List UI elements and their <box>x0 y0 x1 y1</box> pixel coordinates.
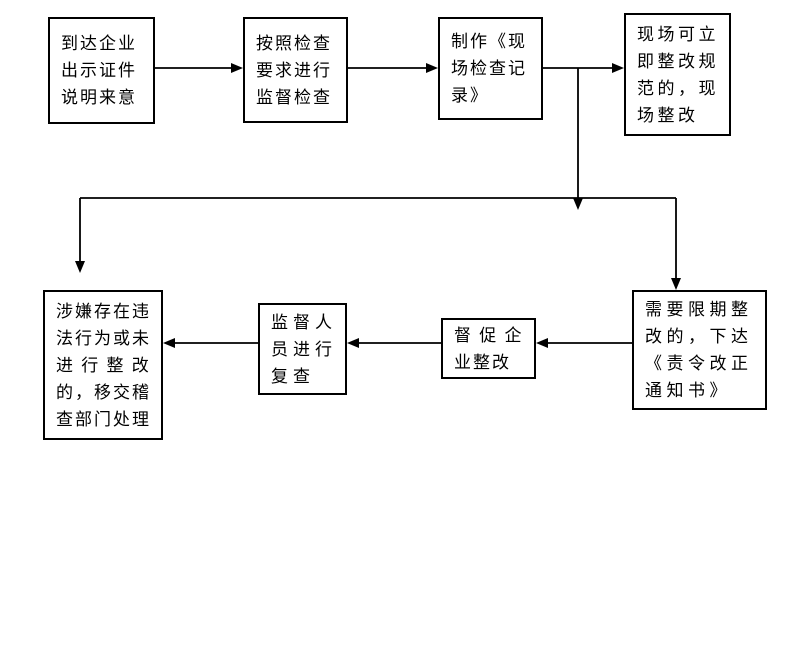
arrowhead-recheck-to-transfer <box>163 338 175 348</box>
flow-node-urge-enterprise-rectify: 督 促 企 业整改 <box>441 318 536 379</box>
arrowhead-inspect-to-record <box>426 63 438 73</box>
arrowhead-record-branch-down <box>573 198 583 210</box>
flow-node-arrive-show-credentials: 到达企业 出示证件 说明来意 <box>48 17 155 124</box>
flow-node-onsite-rectification: 现场可立 即整改规 范的，现 场整改 <box>624 13 731 136</box>
arrowhead-arrive-to-inspect <box>231 63 243 73</box>
arrowhead-rail-to-deadline <box>671 278 681 290</box>
flow-node-make-inspection-record: 制作《现 场检查记 录》 <box>438 17 543 120</box>
flow-node-supervise-inspection: 按照检查 要求进行 监督检查 <box>243 17 348 123</box>
flow-node-transfer-to-audit-department: 涉嫌存在违 法行为或未 进 行 整 改 的，移交稽 查部门处理 <box>43 290 163 440</box>
arrowhead-rail-to-transfer <box>75 261 85 273</box>
arrowhead-deadline-to-urge <box>536 338 548 348</box>
flow-node-personnel-recheck: 监督人 员进行 复查 <box>258 303 347 395</box>
flow-node-deadline-rectification-notice: 需要限期整 改的，下达 《责令改正 通知书》 <box>632 290 767 410</box>
arrowhead-record-to-onsite <box>612 63 624 73</box>
arrowhead-urge-to-recheck <box>347 338 359 348</box>
